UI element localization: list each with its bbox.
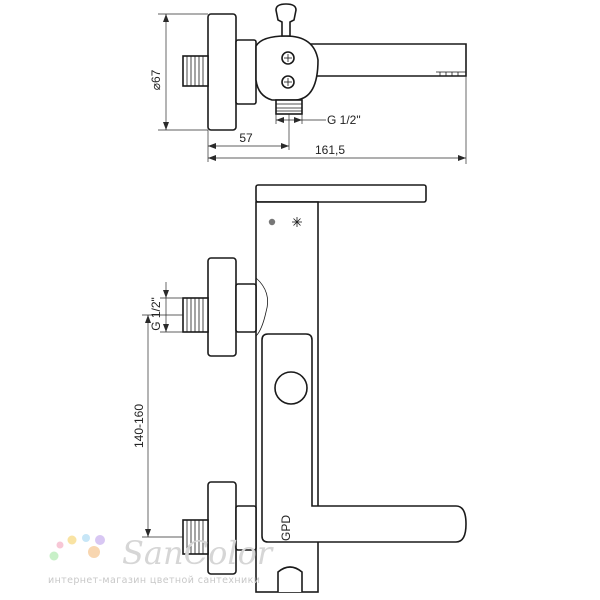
top-view: ⌀67 G 1/2" 57 161,5 [149,3,467,164]
lower-inlet-thread-lines [186,520,204,554]
watermark: SanColor интернет-магазин цветной сантех… [48,534,274,586]
watermark-dot [56,541,64,549]
top-flange-collar [235,39,257,105]
dim-total-length [208,76,467,164]
watermark-dot [49,551,59,561]
dim-diameter-label: ⌀67 [149,69,163,90]
watermark-dot [88,546,100,558]
dim-inlet-offset [207,114,290,162]
top-screw-lower [281,75,295,89]
watermark-dot [67,535,77,545]
watermark-name: SanColor [122,534,274,572]
dim-center-distance [142,314,183,538]
upper-inlet-thread-lines [186,298,204,332]
diverter-button [274,371,308,405]
dim-total-length-label: 161,5 [315,143,345,157]
lower-collar [235,505,257,551]
front-view: GPD G 1/2" 14 [132,184,467,593]
hot-indicator-icon [268,218,276,226]
top-inlet-thread-lines [186,56,204,86]
watermark-dot [82,534,90,542]
upper-collar [235,283,257,333]
dim-thread-side-label: G 1/2" [149,297,163,331]
upper-wall-flange [207,257,237,357]
top-wall-flange [207,13,237,131]
watermark-dots [49,534,105,561]
dim-thread-top-label: G 1/2" [327,113,361,127]
watermark-dot [95,535,105,545]
brand-mark: GPD [279,515,293,541]
dim-inlet-offset-label: 57 [239,131,253,145]
watermark-tagline: интернет-магазин цветной сантехники [48,575,260,586]
dim-thread-side [160,282,183,333]
top-screw-upper [281,51,295,65]
shower-holder [277,566,303,592]
top-spout-aerator [436,71,466,76]
front-spout [255,184,427,203]
top-outlet-thread-lines [276,103,302,112]
cold-indicator-icon [292,217,302,227]
mixer-handle [261,333,467,543]
top-mixer-body [255,35,319,101]
dim-center-distance-label: 140-160 [132,404,146,448]
upper-body-bulge [255,277,269,337]
top-spout [299,43,467,77]
top-diverter-knob [275,3,297,37]
dim-diameter [158,13,208,131]
dim-thread-top [275,114,326,124]
top-outlet-thread [275,99,303,115]
